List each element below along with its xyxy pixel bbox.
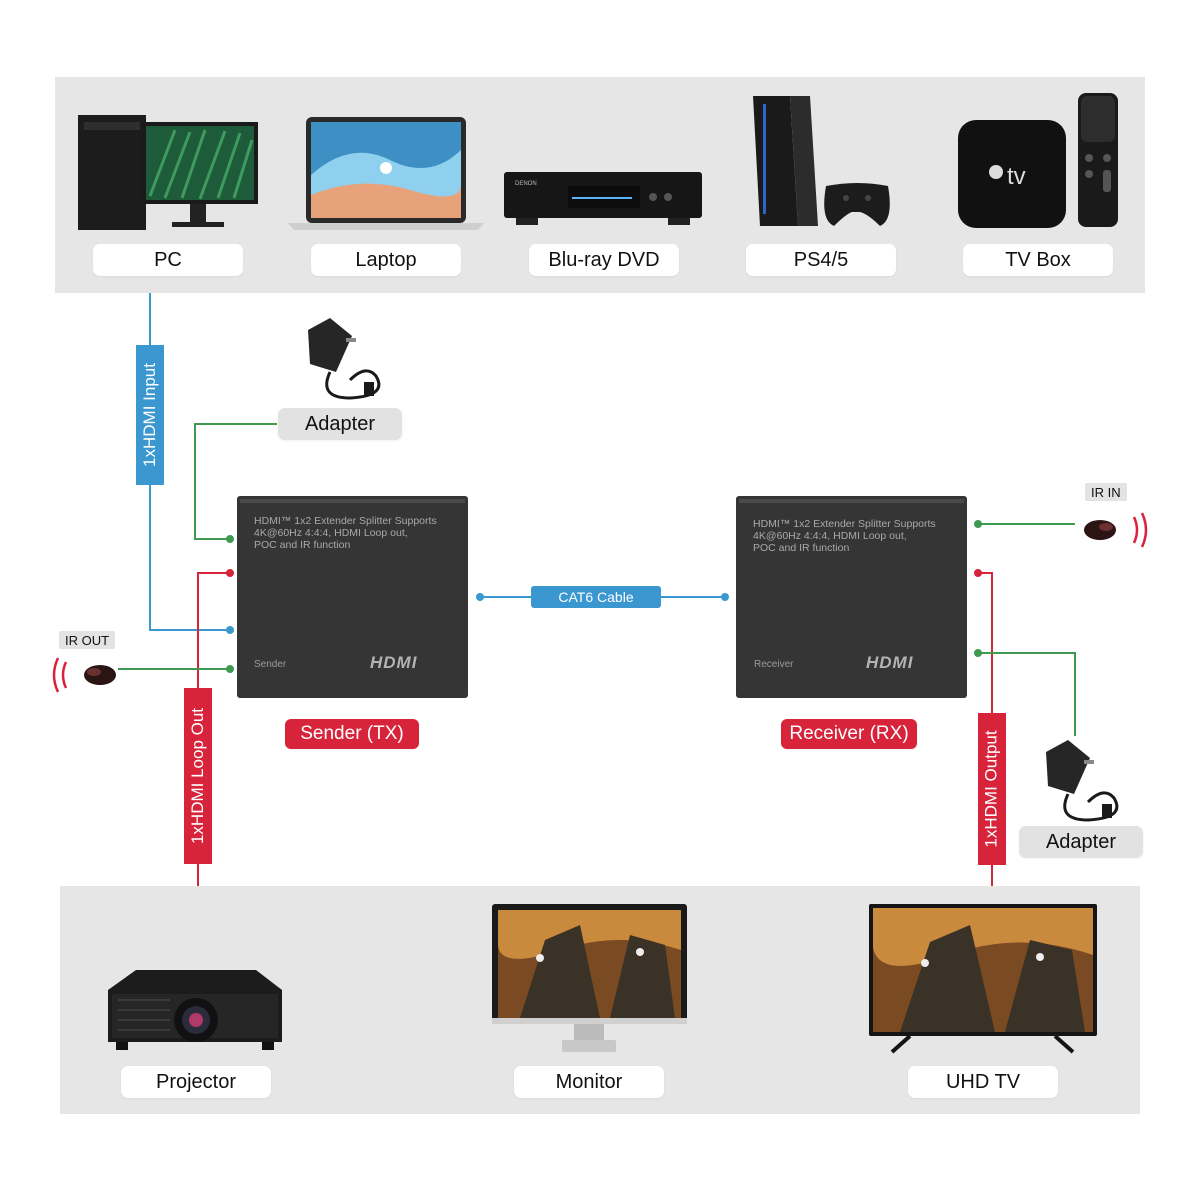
sender-desc-line-1: HDMI™ 1x2 Extender Splitter Supports: [254, 515, 437, 527]
adapter-rx-dot: [974, 649, 982, 657]
display-label-projector: Projector: [121, 1066, 271, 1098]
hdmi-loop-label: 1xHDMI Loop Out: [188, 707, 207, 845]
ir-out-icon: [52, 657, 116, 693]
hdmi-output-label: 1xHDMI Output: [982, 730, 1001, 848]
uhd-tv-icon: [869, 904, 1097, 1054]
sender-side-label: Sender: [254, 659, 287, 670]
ir-in-icon: [1084, 512, 1148, 548]
source-label-pc: PC: [93, 244, 243, 276]
hdmi-input-label: 1xHDMI Input: [140, 363, 159, 467]
cat6-dot-right: [721, 593, 729, 601]
projector-icon: [108, 970, 282, 1050]
hdmi-output-badge: 1xHDMI Output: [978, 713, 1006, 865]
adapter-tx-label: Adapter: [278, 408, 402, 440]
hdmi-loop-dot: [226, 569, 234, 577]
receiver-side-label: Receiver: [754, 659, 794, 670]
adapter-tx-line: [194, 423, 277, 540]
sender-caption: Sender (TX): [285, 719, 419, 749]
receiver-desc-line-1: HDMI™ 1x2 Extender Splitter Supports: [753, 518, 936, 530]
receiver-desc-line-3: POC and IR function: [753, 542, 850, 554]
receiver-box: [736, 496, 967, 698]
source-label-ps4: PS4/5: [746, 244, 896, 276]
display-label-uhd-tv: UHD TV: [908, 1066, 1058, 1098]
ir-in-dot: [974, 520, 982, 528]
ps4-icon: [753, 96, 890, 226]
ir-out-dot: [226, 665, 234, 673]
receiver-description: HDMI™ 1x2 Extender Splitter Supports 4K@…: [753, 518, 936, 554]
pc-icon: [78, 115, 258, 230]
adapter-tx-icon: [308, 318, 381, 400]
display-label-monitor: Monitor: [514, 1066, 664, 1098]
tvbox-icon: tv: [958, 93, 1118, 228]
sender-box-shine: [240, 499, 465, 503]
receiver-hdmi-logo: HDMI: [866, 653, 914, 672]
adapter-rx-line: [978, 652, 1076, 736]
ir-in-tag: IR IN: [1085, 483, 1127, 501]
hdmi-output-dot: [974, 569, 982, 577]
sender-hdmi-logo: HDMI: [370, 653, 418, 672]
adapter-tx-dot: [226, 535, 234, 543]
laptop-icon: [288, 117, 484, 230]
tvbox-logo-text: tv: [1007, 163, 1026, 190]
adapter-rx-icon: [1046, 740, 1119, 822]
source-label-bluray: Blu-ray DVD: [529, 244, 679, 276]
sender-desc-line-2: 4K@60Hz 4:4:4, HDMI Loop out,: [254, 527, 408, 539]
dvd-brand-text: DENON: [515, 181, 537, 187]
hdmi-input-badge: 1xHDMI Input: [136, 345, 164, 485]
adapter-rx-label: Adapter: [1019, 826, 1143, 858]
source-label-laptop: Laptop: [311, 244, 461, 276]
sender-box: [237, 496, 468, 698]
cat6-badge: CAT6 Cable: [531, 586, 661, 608]
source-label-tvbox: TV Box: [963, 244, 1113, 276]
receiver-box-shine: [739, 499, 964, 503]
sender-desc-line-3: POC and IR function: [254, 539, 351, 551]
receiver-caption: Receiver (RX): [781, 719, 917, 749]
receiver-desc-line-2: 4K@60Hz 4:4:4, HDMI Loop out,: [753, 530, 907, 542]
hdmi-loop-badge: 1xHDMI Loop Out: [184, 688, 212, 864]
bluray-icon: DENON: [504, 172, 702, 225]
ir-out-tag: IR OUT: [59, 631, 116, 649]
sender-description: HDMI™ 1x2 Extender Splitter Supports 4K@…: [254, 515, 437, 551]
monitor-icon: [492, 904, 687, 1052]
hdmi-input-dot: [226, 626, 234, 634]
cat6-dot-left: [476, 593, 484, 601]
